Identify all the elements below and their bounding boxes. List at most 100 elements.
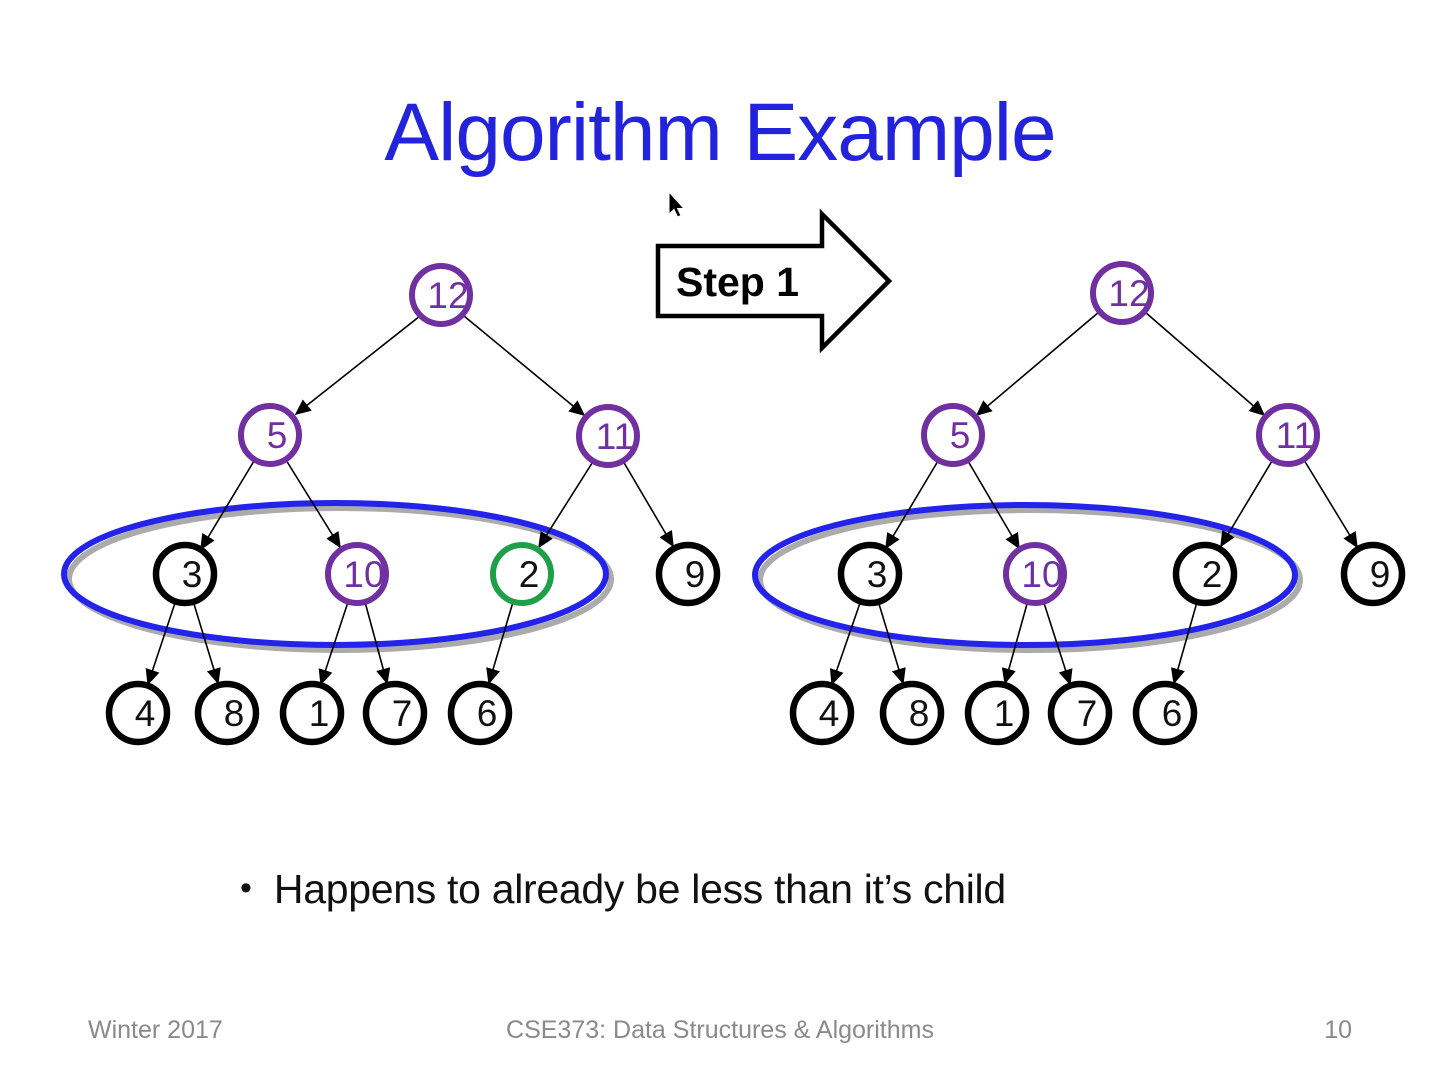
heap-node: 1	[964, 680, 1030, 746]
node-circle	[789, 680, 855, 746]
heap-node: 6	[1132, 680, 1198, 746]
bullet-marker: •	[240, 869, 252, 907]
node-label: 1	[309, 693, 330, 734]
step-arrow: Step 1	[655, 208, 893, 354]
heap-node: 7	[1047, 680, 1113, 746]
node-circle	[194, 680, 260, 746]
heap-node: 2	[490, 542, 554, 606]
heap-node: 3	[152, 541, 218, 607]
node-label: 2	[519, 554, 540, 595]
node-label: 6	[477, 693, 498, 734]
node-label: 11	[596, 416, 634, 457]
mouse-cursor-icon	[668, 190, 686, 218]
tree-edge	[1220, 460, 1273, 548]
step-arrow-label: Step 1	[676, 259, 799, 305]
node-label: 10	[343, 554, 384, 595]
node-circle	[152, 541, 218, 607]
node-label: 9	[685, 554, 706, 595]
heap-node: 6	[447, 680, 513, 746]
tree-edge	[1144, 311, 1266, 417]
highlight-ellipse	[61, 500, 609, 648]
tree-left: 12 5 11 3 10 2	[105, 263, 721, 746]
footer-course: CSE373: Data Structures & Algorithms	[506, 1016, 934, 1044]
tree-edge	[829, 602, 861, 686]
node-circle	[1003, 542, 1067, 606]
node-circle	[1256, 403, 1320, 467]
heap-node: 4	[105, 680, 171, 746]
heap-node: 5	[921, 403, 985, 467]
heap-node: 10	[1003, 542, 1067, 606]
tree-edge	[622, 460, 674, 548]
heap-node: 8	[879, 680, 945, 746]
node-label: 1	[994, 693, 1015, 734]
heap-node: 9	[1340, 541, 1406, 607]
heap-node: 12	[1090, 261, 1154, 325]
heap-node: 10	[325, 542, 389, 606]
node-label: 10	[1021, 554, 1062, 595]
tree-edge	[200, 460, 255, 551]
node-circle	[576, 404, 640, 468]
node-circle	[964, 680, 1030, 746]
tree-edge	[364, 601, 391, 685]
footer-term: Winter 2017	[88, 1016, 223, 1044]
node-circle	[325, 542, 389, 606]
tree-edge	[145, 602, 176, 686]
node-label: 3	[182, 554, 203, 595]
node-circle	[105, 680, 171, 746]
tree-edge	[975, 311, 1100, 417]
tree-edge	[967, 460, 1020, 550]
node-label: 4	[135, 693, 156, 734]
tree-edge	[1303, 459, 1358, 549]
heap-node: 2	[1172, 541, 1238, 607]
heap-node: 4	[789, 680, 855, 746]
node-label: 8	[909, 693, 930, 734]
heap-node: 1	[279, 680, 345, 746]
tree-right-edges	[829, 311, 1358, 686]
tree-edge	[1043, 602, 1073, 686]
node-label: 7	[392, 693, 413, 734]
bullet-item: • Happens to already be less than it’s c…	[240, 866, 1006, 913]
node-label: 4	[819, 693, 840, 734]
tree-edge	[318, 601, 349, 686]
node-circle	[362, 680, 428, 746]
node-circle	[409, 263, 473, 327]
heap-node: 8	[194, 680, 260, 746]
heap-node: 3	[837, 541, 903, 607]
tree-edge	[1001, 603, 1028, 685]
node-label: 2	[1202, 554, 1223, 595]
tree-edge	[878, 603, 906, 685]
heap-node: 12	[409, 263, 473, 327]
heap-node: 11	[1256, 403, 1320, 467]
tree-edge	[885, 460, 939, 550]
node-circle	[1047, 680, 1113, 746]
page-title: Algorithm Example	[384, 87, 1056, 178]
node-circle	[1090, 261, 1154, 325]
node-circle	[655, 541, 721, 607]
node-circle	[921, 403, 985, 467]
node-label: 6	[1162, 693, 1183, 734]
highlight-ellipse-right	[752, 502, 1303, 653]
tree-edge	[486, 601, 514, 685]
tree-edge	[1171, 601, 1198, 685]
heap-node: 5	[238, 403, 302, 467]
node-circle	[490, 542, 554, 606]
bullet-text: Happens to already be less than it’s chi…	[273, 866, 1006, 912]
tree-left-edges	[145, 315, 674, 686]
node-label: 9	[1370, 554, 1391, 595]
node-circle	[837, 541, 903, 607]
highlight-ellipse	[752, 502, 1298, 648]
heap-node: 9	[655, 541, 721, 607]
node-label: 11	[1276, 415, 1314, 456]
node-circle	[1340, 541, 1406, 607]
heap-node: 11	[576, 404, 640, 468]
node-circle	[279, 680, 345, 746]
node-circle	[447, 680, 513, 746]
node-circle	[238, 403, 302, 467]
node-circle	[879, 680, 945, 746]
node-circle	[1132, 680, 1198, 746]
node-label: 8	[224, 693, 245, 734]
node-label: 5	[950, 415, 971, 456]
block-arrow-shape	[655, 208, 893, 354]
tree-edge	[294, 315, 421, 415]
